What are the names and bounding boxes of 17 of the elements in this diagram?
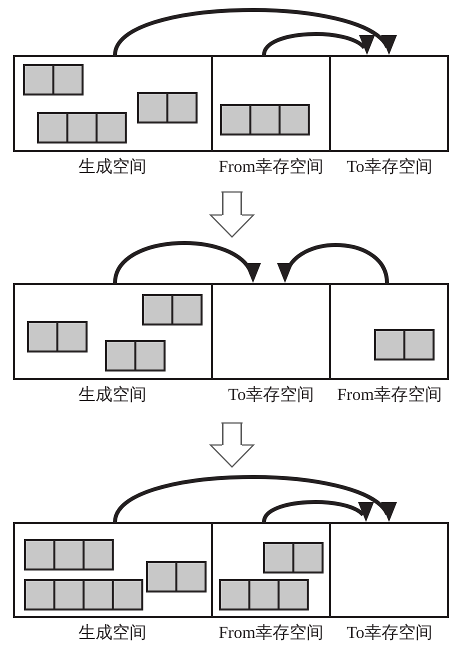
region-label: From幸存空间 [218,622,324,644]
curved-arrow [113,8,397,56]
region-label: 生成空间 [78,622,146,644]
curved-arrow [277,243,389,284]
hollow-arrow [210,422,254,468]
curved-arrow [262,32,375,56]
hollow-arrow [210,191,254,238]
region-label: To幸存空间 [346,622,432,644]
region-label: To幸存空间 [228,384,314,406]
region-label: 生成空间 [78,384,146,406]
curved-arrow [262,500,374,523]
curved-arrow [113,475,397,523]
region-label: 生成空间 [78,156,146,178]
region-label: From幸存空间 [337,384,442,406]
region-label: From幸存空间 [218,156,324,178]
region-label: To幸存空间 [346,156,432,178]
curved-arrow [113,241,261,284]
